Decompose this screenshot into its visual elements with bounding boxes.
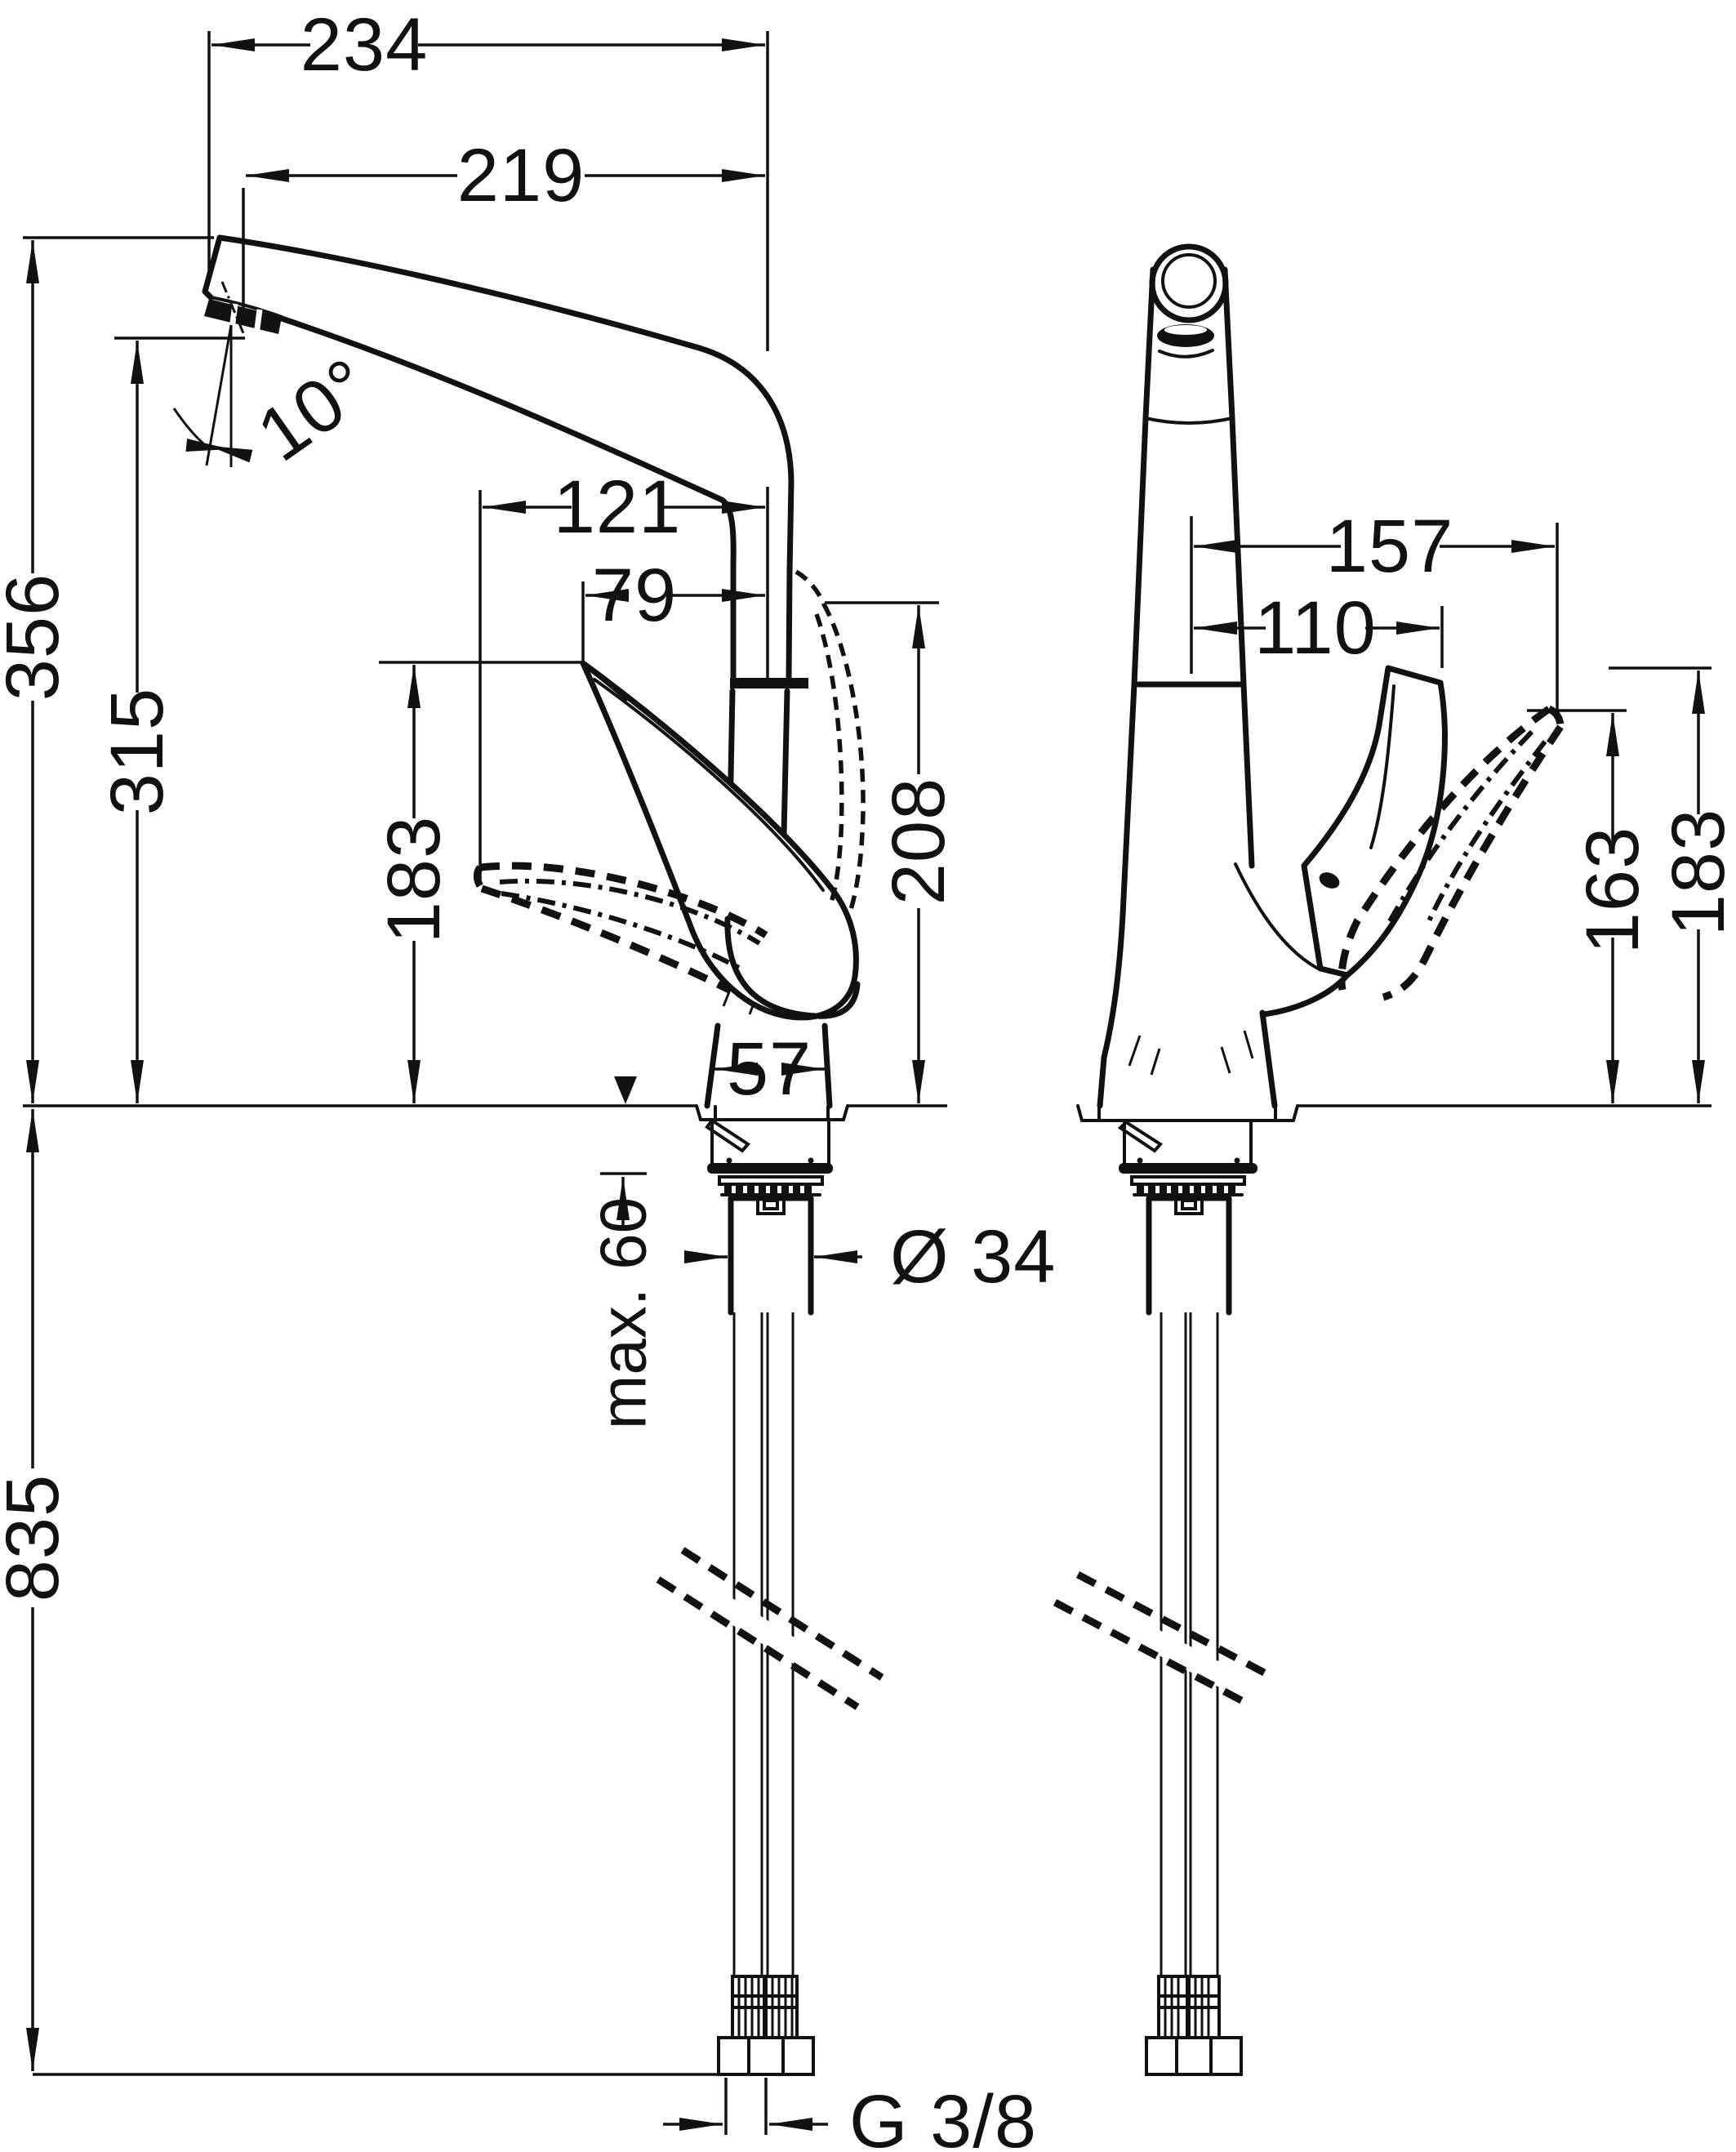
side-hose-connectors <box>717 1975 815 2076</box>
front-body-outline <box>1097 243 1349 1109</box>
dim-label-219: 219 <box>457 134 585 217</box>
dim-219: 219 <box>242 134 765 312</box>
dim-121: 121 <box>479 466 765 880</box>
dim-234: 234 <box>207 3 769 678</box>
hose-break-lines <box>1053 1571 1270 1705</box>
angle-label: 10° <box>243 342 386 477</box>
dim-label-234: 234 <box>300 3 429 87</box>
side-mounting-hardware <box>705 1118 833 1215</box>
hose-break-mask <box>1055 1581 1253 1699</box>
dim-110: 110 <box>1194 586 1444 670</box>
front-mounting-hardware <box>1117 1119 1257 1215</box>
side-o-ring <box>707 1163 833 1174</box>
dim-label-183-side: 183 <box>372 816 456 944</box>
side-view: 10° <box>23 234 947 2076</box>
front-supply-hoses <box>1053 1312 1270 2076</box>
side-aerator-axis-line <box>220 281 245 334</box>
dim-356: 356 <box>0 236 214 1103</box>
side-aerator <box>204 299 282 336</box>
dim-157: 157 <box>1190 505 1559 719</box>
spout-angle-annotation: 10° <box>172 324 386 478</box>
dim-label-163: 163 <box>1571 826 1654 955</box>
side-threaded-shank <box>728 1195 814 1316</box>
dim-183-front: 183 <box>1609 666 1736 1103</box>
dim-183-side: 183 <box>372 661 585 1103</box>
dim-thread-size: G 3/8 <box>663 2078 1037 2152</box>
dim-label-157: 157 <box>1326 505 1454 588</box>
hose-break-lines <box>656 1547 884 1710</box>
dim-315: 315 <box>96 336 245 1103</box>
side-cartridge-dome <box>724 916 861 1019</box>
dim-208: 208 <box>825 601 960 1103</box>
front-threaded-shank <box>1146 1195 1232 1316</box>
dim-163: 163 <box>1527 709 1654 1103</box>
front-handle <box>1301 665 1448 978</box>
dim-label-max-60: max. 60 <box>587 1197 660 1430</box>
front-view <box>1053 243 1712 2076</box>
side-handle <box>580 660 859 1021</box>
dim-label-57: 57 <box>727 1027 812 1111</box>
side-swivel-joint <box>730 678 808 688</box>
dim-label-356: 356 <box>0 573 74 702</box>
dim-shank-diameter: Ø 34 <box>684 1215 1056 1299</box>
front-escutcheon <box>1076 1104 1299 1122</box>
front-mounting-nut <box>1137 1186 1235 1194</box>
dim-57: 57 <box>714 1027 825 1111</box>
dimensions: 234 219 121 79 356 <box>0 3 1736 2152</box>
dim-label-thread-size: G 3/8 <box>849 2080 1037 2152</box>
dim-label-110: 110 <box>1254 586 1377 670</box>
side-escutcheon <box>695 1104 849 1121</box>
dim-max-60: max. 60 <box>587 1076 660 1429</box>
front-spout-cap <box>1149 243 1229 323</box>
hose-break-mask <box>658 1558 870 1705</box>
dim-79: 79 <box>581 554 765 666</box>
side-mounting-nut <box>724 1186 812 1194</box>
dim-label-835: 835 <box>0 1474 74 1602</box>
front-hose-connectors <box>1145 1975 1243 2076</box>
dim-label-79: 79 <box>592 554 677 637</box>
dim-label-183-front: 183 <box>1657 809 1736 937</box>
front-handle-set-screw <box>1319 872 1340 889</box>
side-spout-dashed-position <box>795 569 866 916</box>
dim-label-shank-diameter: Ø 34 <box>890 1215 1056 1299</box>
dim-label-315: 315 <box>96 688 179 816</box>
side-supply-hoses <box>656 1312 884 2076</box>
dim-835: 835 <box>0 1109 722 2076</box>
dim-label-121: 121 <box>554 466 682 549</box>
front-o-ring <box>1119 1163 1257 1174</box>
dim-label-208: 208 <box>877 777 960 906</box>
